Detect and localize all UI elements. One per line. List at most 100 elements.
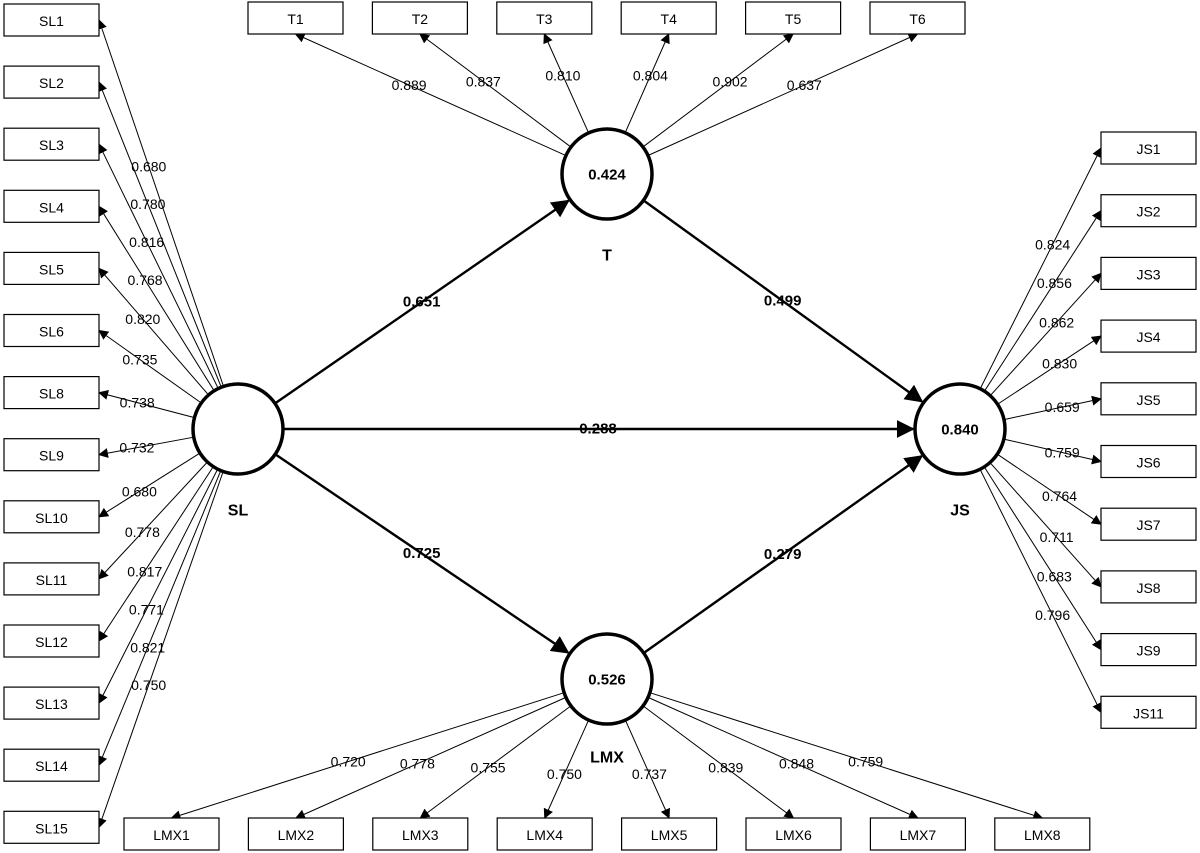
svg-text:0.796: 0.796 [1035,607,1070,623]
loading-value-lmx2: 0.778 [400,756,435,772]
path-coefficient-sl-js: 0.288 [579,421,617,438]
svg-text:0.810: 0.810 [545,68,580,84]
svg-text:0.683: 0.683 [1037,569,1072,585]
indicator-lmx6: LMX6 [745,817,842,851]
loading-value-js9: 0.683 [1037,569,1072,585]
loading-arrow-js11 [979,469,1102,714]
svg-text:0.768: 0.768 [128,272,163,288]
indicator-label: SL2 [39,75,64,91]
indicator-label: JS11 [1133,705,1164,721]
svg-text:0.750: 0.750 [547,766,582,782]
loading-value-sl5: 0.820 [125,311,160,327]
loading-value-sl10: 0.680 [122,483,157,499]
indicator-sl11: SL11 [3,562,100,596]
indicator-label: JS1 [1136,141,1160,157]
svg-text:0.839: 0.839 [708,760,743,776]
indicator-js7: JS7 [1100,507,1197,541]
loading-value-lmx8: 0.759 [848,754,883,770]
loading-arrow-js5 [1003,395,1102,421]
path-sl-to-t [274,199,570,405]
svg-text:0.725: 0.725 [403,545,441,562]
indicator-t3: T3 [496,1,593,35]
loading-arrow-t3 [543,33,590,134]
loading-value-t4: 0.804 [633,68,668,84]
loading-value-t6: 0.637 [787,77,822,93]
svg-text:0.680: 0.680 [122,483,157,499]
loading-arrow-sl5 [98,267,209,396]
indicator-sl9: SL9 [3,438,100,472]
loading-value-t3: 0.810 [545,68,580,84]
r-squared-value: 0.424 [588,167,626,184]
svg-text:0.659: 0.659 [1045,399,1080,415]
loading-arrow-t6 [647,33,919,156]
loading-value-sl4: 0.768 [128,272,163,288]
loading-arrow-lmx5 [624,719,670,819]
path-coefficient-sl-t: 0.651 [403,294,441,311]
indicator-label: JS5 [1136,392,1160,408]
indicator-label: JS8 [1136,580,1160,596]
loading-value-sl12: 0.817 [127,563,162,579]
structural-paths [274,199,924,654]
svg-text:0.764: 0.764 [1042,488,1077,504]
loading-value-sl6: 0.735 [122,351,157,367]
svg-text:0.830: 0.830 [1042,355,1077,371]
indicator-label: SL14 [35,758,68,774]
loading-arrows [97,19,1102,829]
indicator-lmx3: LMX3 [372,817,469,851]
svg-text:0.680: 0.680 [131,159,166,175]
svg-text:0.902: 0.902 [713,73,748,89]
svg-text:0.817: 0.817 [127,563,162,579]
indicator-label: LMX8 [1024,827,1061,843]
loading-arrow-sl9 [98,436,194,458]
indicator-t2: T2 [371,1,468,35]
loading-arrow-lmx8 [649,692,1044,821]
loading-arrow-js3 [989,272,1102,396]
indicator-label: SL8 [39,386,64,402]
loading-arrow-sl1 [97,19,224,387]
svg-text:0.737: 0.737 [632,766,667,782]
indicator-t4: T4 [620,1,717,35]
indicator-sl15: SL15 [3,810,100,844]
path-sl-to-lmx [274,453,570,654]
indicator-lmx1: LMX1 [123,817,220,851]
loading-arrow-t1 [294,33,567,157]
svg-text:0.499: 0.499 [764,292,802,309]
loading-value-sl14: 0.821 [130,639,165,655]
indicator-t5: T5 [744,1,842,35]
svg-text:0.820: 0.820 [125,311,160,327]
indicator-label: SL15 [35,820,68,836]
latent-name: T [602,248,612,265]
loading-arrow-sl15 [97,471,224,829]
loading-arrow-sl12 [98,466,214,642]
loading-value-js3: 0.862 [1039,314,1074,330]
svg-text:0.651: 0.651 [403,294,441,311]
loading-value-sl3: 0.816 [129,234,164,250]
indicator-label: SL13 [35,696,68,712]
indicator-lmx5: LMX5 [620,817,718,851]
loading-value-lmx7: 0.848 [779,756,814,772]
loading-arrow-sl4 [98,205,215,392]
path-coefficient-sl-lmx: 0.725 [403,545,441,562]
svg-text:0.720: 0.720 [331,754,366,770]
loading-value-js8: 0.711 [1040,529,1074,545]
indicator-label: SL9 [39,448,64,464]
loading-value-lmx3: 0.755 [471,760,506,776]
indicator-js2: JS2 [1100,194,1197,228]
loading-arrow-lmx2 [294,696,567,819]
indicator-label: T2 [412,11,429,27]
indicator-label: T3 [536,11,553,27]
svg-text:0.821: 0.821 [130,639,165,655]
loading-value-sl1: 0.680 [131,159,166,175]
indicator-lmx7: LMX7 [869,817,967,851]
loading-arrow-js4 [997,335,1102,405]
loading-arrow-sl8 [98,390,195,419]
latent-name: LMX [590,750,624,767]
svg-text:0.778: 0.778 [125,524,160,540]
loading-arrow-lmx4 [543,719,590,819]
indicator-label: LMX7 [900,827,937,843]
indicator-t6: T6 [869,1,966,35]
svg-text:0.771: 0.771 [129,602,164,618]
indicator-label: JS9 [1136,643,1160,659]
